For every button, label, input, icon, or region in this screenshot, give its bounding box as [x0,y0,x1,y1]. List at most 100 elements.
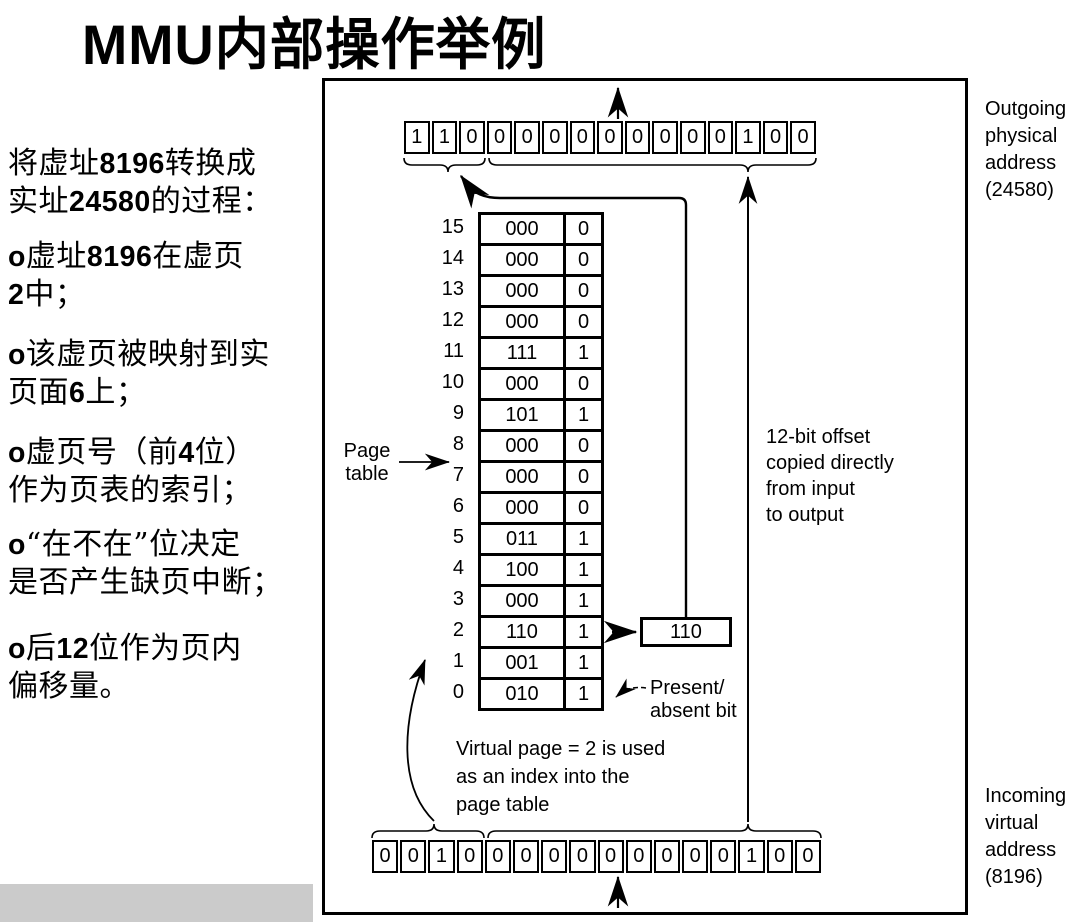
frame-value: 000 [478,429,566,463]
incoming-bit-array: 0 0 1 0 0 0 0 0 0 0 0 0 0 1 0 0 [372,840,821,873]
present-bit: 0 [563,212,604,246]
frame-value: 011 [478,522,566,556]
present-bit: 0 [563,305,604,339]
bit-cell: 0 [400,840,427,873]
frame-value: 000 [478,367,566,401]
text-segment: 该虚页被映射到实 [25,337,270,372]
bit-cell: 0 [679,121,706,154]
text-segment: 在虚页 [152,239,244,274]
frame-value: 101 [478,398,566,432]
text-segment: 上； [85,375,147,410]
bit-cell: 1 [738,840,765,873]
page-table-indices: 15 14 13 12 11 10 9 8 7 6 5 4 3 2 1 0 [420,212,470,708]
incoming-address-label: Incoming virtual address (8196) [985,785,1067,888]
bit-cell: 1 [428,840,455,873]
bit-cell: 0 [541,840,568,873]
text-segment: 24580 [69,186,151,218]
bullet-item: o“在不在”位决定 是否产生缺页中断； [8,526,314,601]
row-index: 10 [441,371,464,393]
text-segment: 位） [194,435,256,470]
present-bit: 1 [563,522,604,556]
bullet-item: o该虚页被映射到实 页面6上； [8,336,314,412]
text-segment: 2 [8,279,25,311]
bit-cell: 0 [682,840,709,873]
present-bit: 1 [563,646,604,680]
text-segment: o [8,241,26,273]
text-segment: 4 [178,437,195,469]
outgoing-address-label: Outgoing physical address (24580) [985,98,1067,201]
frame-value: 000 [478,274,566,308]
present-bit: 1 [563,677,604,711]
bit-cell: 0 [652,121,678,154]
bit-cell: 0 [766,840,793,873]
text-segment: 虚页号（前 [25,435,179,470]
frame-value: 100 [478,553,566,587]
bit-cell: 0 [541,121,568,154]
offset-note: 12-bit offset copied directly from input… [766,426,894,526]
text-segment: o [8,437,26,469]
text-segment: o [8,339,26,371]
present-bit: 1 [563,553,604,587]
bullet-item: o后12位作为页内 偏移量。 [8,630,314,705]
text-segment: 6 [69,377,86,409]
text-segment: 后 [25,631,57,666]
bit-cell: 0 [597,121,623,154]
row-index: 5 [452,526,464,548]
text-segment: 将虚址 [8,146,100,181]
present-bit: 0 [563,367,604,401]
present-bit: 1 [563,336,604,370]
present-bit: 1 [563,615,604,649]
present-bit: 0 [563,491,604,525]
text-segment: o [8,633,26,665]
page-table-label: Page table [343,440,391,485]
bit-cell: 1 [404,121,430,154]
footer-bar [0,884,313,922]
row-index: 2 [452,619,464,641]
text-segment: 8196 [86,241,153,273]
bit-cell: 0 [625,840,652,873]
row-index: 1 [452,650,464,672]
bit-cell: 0 [707,121,734,154]
row-index: 14 [441,247,464,269]
bit-cell: 0 [514,121,540,154]
bit-cell: 1 [431,121,458,154]
row-index: 15 [441,216,464,238]
present-bit: 1 [563,584,604,618]
frame-value: 000 [478,460,566,494]
bullet-item: o虚址8196在虚页 2中； [8,238,314,314]
bit-cell: 0 [762,121,789,154]
bit-cell: 0 [569,121,596,154]
present-bit: 0 [563,274,604,308]
row-index: 7 [452,464,464,486]
outgoing-bit-array: 1 1 0 0 0 0 0 0 0 0 0 0 1 0 0 [404,121,816,154]
text-segment: 的过程： [150,184,273,219]
slide-title: MMU内部操作举例 [82,13,547,76]
row-index: 6 [452,495,464,517]
frame-value: 110 [478,615,566,649]
bit-cell: 0 [790,121,816,154]
bit-cell: 0 [456,840,483,873]
row-index: 11 [443,340,464,362]
present-bit: 0 [563,243,604,277]
row-index: 9 [452,402,464,424]
frame-value: 111 [478,336,566,370]
bit-cell: 0 [459,121,485,154]
frame-value: 000 [478,305,566,339]
present-bit: 0 [563,429,604,463]
bit-cell: 0 [597,840,624,873]
bit-cell: 0 [484,840,511,873]
frame-value: 000 [478,243,566,277]
text-segment: 位作为页内 [89,631,242,666]
bit-cell: 0 [486,121,513,154]
